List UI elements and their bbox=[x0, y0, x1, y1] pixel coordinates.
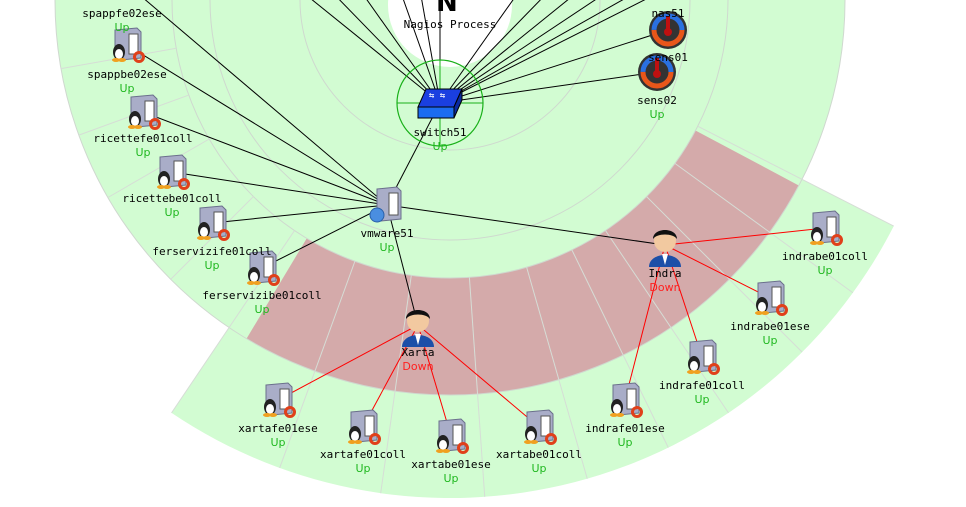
host-status: Up bbox=[443, 472, 459, 485]
link-line bbox=[421, 0, 441, 104]
host-status: Up bbox=[817, 264, 833, 277]
link-line bbox=[439, 71, 658, 104]
host-status: Up bbox=[617, 436, 633, 449]
host-status: Up bbox=[355, 462, 371, 475]
link-line bbox=[366, 0, 441, 104]
host-status: Up bbox=[114, 21, 130, 34]
link-line bbox=[439, 0, 596, 104]
link-line bbox=[144, 0, 388, 206]
vmware-server-icon[interactable] bbox=[367, 185, 407, 229]
linux-server-icon[interactable] bbox=[605, 381, 645, 423]
linux-server-icon[interactable] bbox=[192, 204, 232, 246]
host-label[interactable]: xartafe01coll bbox=[319, 448, 407, 461]
host-label[interactable]: indrabe01ese bbox=[730, 320, 810, 333]
host-label[interactable]: Indra bbox=[648, 267, 682, 280]
link-line bbox=[664, 244, 771, 299]
host-label[interactable]: xartafe01ese bbox=[238, 422, 318, 435]
host-label[interactable]: xartabe01ese bbox=[411, 458, 491, 471]
linux-server-icon[interactable] bbox=[107, 26, 147, 68]
link-line bbox=[311, 0, 441, 104]
linux-server-icon[interactable] bbox=[242, 249, 282, 291]
link-line bbox=[277, 324, 419, 401]
linux-server-icon[interactable] bbox=[682, 338, 722, 380]
person-icon[interactable] bbox=[398, 303, 438, 351]
switch-icon[interactable]: ⇆ ⇆ bbox=[416, 85, 464, 125]
host-label[interactable]: ferservizife01coll bbox=[152, 245, 272, 258]
linux-server-icon[interactable] bbox=[258, 381, 298, 423]
sensor-gauge-icon[interactable] bbox=[637, 52, 677, 96]
host-status: Up bbox=[379, 241, 395, 254]
host-status: Up bbox=[135, 146, 151, 159]
linux-server-icon[interactable] bbox=[343, 408, 383, 450]
host-status: Up bbox=[164, 206, 180, 219]
host-label[interactable]: Xarta bbox=[401, 346, 435, 359]
link-line bbox=[126, 44, 388, 206]
host-status: Up bbox=[204, 259, 220, 272]
host-status: Down bbox=[649, 281, 681, 294]
host-label[interactable]: indrafe01coll bbox=[658, 379, 746, 392]
link-line bbox=[261, 204, 388, 269]
nas-icon[interactable] bbox=[650, 0, 686, 4]
host-label[interactable]: spappbe02ese bbox=[87, 68, 167, 81]
host-status: Up bbox=[762, 334, 778, 347]
link-line bbox=[439, 0, 624, 104]
link-line bbox=[624, 244, 666, 401]
host-label[interactable]: ferservizibe01coll bbox=[202, 289, 322, 302]
nagios-logo-icon[interactable]: N bbox=[436, 0, 458, 18]
linux-server-icon[interactable] bbox=[519, 408, 559, 450]
link-line bbox=[664, 227, 826, 246]
link-line bbox=[171, 171, 388, 206]
ring-down-segment bbox=[246, 130, 799, 396]
host-label[interactable]: sens01 bbox=[648, 51, 688, 64]
host-label[interactable]: spappfe02ese bbox=[82, 7, 162, 20]
host-label[interactable]: indrafe01ese bbox=[585, 422, 665, 435]
link-line bbox=[403, 0, 441, 104]
linux-server-icon[interactable] bbox=[152, 153, 192, 195]
link-line bbox=[211, 204, 388, 224]
root-label: Nagios Process bbox=[403, 18, 497, 31]
link-line bbox=[439, 29, 669, 104]
host-label[interactable]: ricettebe01coll bbox=[122, 192, 222, 205]
host-label[interactable]: ricettefe01coll bbox=[93, 132, 193, 145]
svg-text:⇆ ⇆: ⇆ ⇆ bbox=[429, 91, 446, 101]
link-line bbox=[439, 0, 514, 104]
host-status: Up bbox=[649, 108, 665, 121]
host-status: Up bbox=[270, 436, 286, 449]
link-line bbox=[386, 204, 419, 326]
link-line bbox=[386, 204, 666, 246]
linux-server-icon[interactable] bbox=[431, 417, 471, 459]
host-status: Up bbox=[119, 82, 135, 95]
host-status: Down bbox=[402, 360, 434, 373]
person-icon[interactable] bbox=[645, 223, 685, 271]
sensor-gauge-icon[interactable] bbox=[648, 10, 688, 54]
host-label[interactable]: switch51 bbox=[413, 126, 467, 139]
linux-server-icon[interactable] bbox=[750, 279, 790, 321]
host-status: Up bbox=[531, 462, 547, 475]
linux-server-icon[interactable] bbox=[123, 93, 163, 135]
link-line bbox=[439, 0, 541, 104]
link-line bbox=[339, 0, 441, 104]
host-status: Up bbox=[432, 140, 448, 153]
host-status: Up bbox=[254, 303, 270, 316]
link-line bbox=[417, 324, 540, 428]
link-line bbox=[439, 0, 569, 104]
host-status: Up bbox=[694, 393, 710, 406]
linux-server-icon[interactable] bbox=[102, 0, 142, 3]
host-label[interactable]: xartabe01coll bbox=[495, 448, 583, 461]
host-label[interactable]: vmware51 bbox=[360, 227, 414, 240]
host-label[interactable]: indrabe01coll bbox=[781, 250, 869, 263]
host-label[interactable]: nas51 bbox=[651, 7, 685, 20]
host-label[interactable]: sens02 bbox=[637, 94, 677, 107]
link-line bbox=[142, 111, 388, 206]
linux-server-icon[interactable] bbox=[805, 209, 845, 251]
